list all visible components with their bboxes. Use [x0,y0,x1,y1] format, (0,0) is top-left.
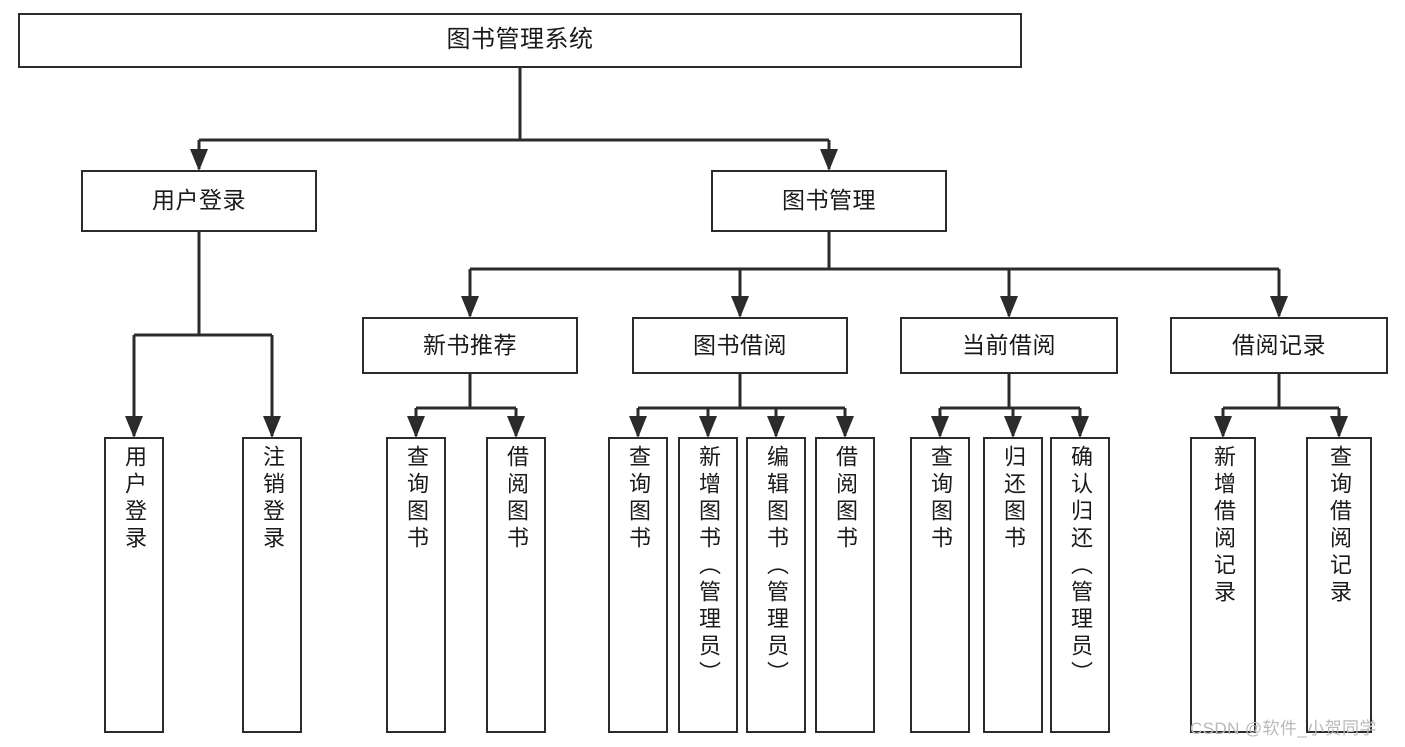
node-records: 借阅记录 [1170,317,1388,374]
arrow-head-bookmgmt [820,149,838,171]
node-label-leaf-rec-query: 查询借阅记录 [1327,445,1352,607]
arrow-head-borrow [731,296,749,318]
node-label-leaf-nb-query: 查询图书 [404,445,429,553]
node-leaf-cur-confirm: 确认归还（管理员） [1050,437,1110,733]
node-leaf-rec-add: 新增借阅记录 [1190,437,1256,733]
node-label-bookmgmt: 图书管理 [782,187,876,214]
node-bookmgmt: 图书管理 [711,170,947,232]
node-label-leaf-bw-edit: 编辑图书（管理员） [764,445,789,688]
node-label-records: 借阅记录 [1232,331,1326,358]
node-leaf-cur-return: 归还图书 [983,437,1043,733]
arrow-head-leaf-bw-query [629,416,647,438]
arrow-head-leaf-bw-edit [767,416,785,438]
node-leaf-cur-query: 查询图书 [910,437,970,733]
node-leaf-nb-query: 查询图书 [386,437,446,733]
arrow-head-leaf-cur-return [1004,416,1022,438]
node-label-leaf-cur-query: 查询图书 [928,445,953,553]
node-label-leaf-cur-confirm: 确认归还（管理员） [1068,445,1093,688]
arrow-head-leaf-bw-add [699,416,717,438]
arrow-head-leaf-cur-query [931,416,949,438]
node-root: 图书管理系统 [18,13,1022,68]
arrow-head-newbook [461,296,479,318]
node-label-leaf-bw-query: 查询图书 [626,445,651,553]
node-label-current: 当前借阅 [962,331,1056,358]
node-label-leaf-cur-return: 归还图书 [1001,445,1026,553]
node-leaf-bw-borrow: 借阅图书 [815,437,875,733]
node-leaf-bw-add: 新增图书（管理员） [678,437,738,733]
arrow-head-leaf-bw-borrow [836,416,854,438]
arrow-head-leaf-rec-add [1214,416,1232,438]
node-newbook: 新书推荐 [362,317,578,374]
arrow-head-login [190,149,208,171]
arrow-head-records [1270,296,1288,318]
node-login: 用户登录 [81,170,317,232]
node-label-borrow: 图书借阅 [693,331,787,358]
node-label-root: 图书管理系统 [446,26,594,54]
arrow-head-current [1000,296,1018,318]
node-label-leaf-nb-borrow: 借阅图书 [504,445,529,553]
arrow-head-leaf-cur-confirm [1071,416,1089,438]
node-current: 当前借阅 [900,317,1118,374]
node-leaf-user-login: 用户登录 [104,437,164,733]
node-leaf-bw-query: 查询图书 [608,437,668,733]
node-label-leaf-user-logout: 注销登录 [260,445,285,553]
node-label-leaf-rec-add: 新增借阅记录 [1211,445,1236,607]
node-borrow: 图书借阅 [632,317,848,374]
arrow-head-leaf-user-login [125,416,143,438]
node-label-newbook: 新书推荐 [423,331,517,358]
arrow-head-leaf-user-logout [263,416,281,438]
node-label-leaf-bw-add: 新增图书（管理员） [696,445,721,688]
arrow-head-leaf-nb-borrow [507,416,525,438]
node-label-leaf-user-login: 用户登录 [122,445,147,553]
node-leaf-bw-edit: 编辑图书（管理员） [746,437,806,733]
arrow-head-leaf-rec-query [1330,416,1348,438]
node-leaf-user-logout: 注销登录 [242,437,302,733]
node-leaf-nb-borrow: 借阅图书 [486,437,546,733]
node-leaf-rec-query: 查询借阅记录 [1306,437,1372,733]
node-label-login: 用户登录 [152,187,246,214]
arrow-head-leaf-nb-query [407,416,425,438]
node-label-leaf-bw-borrow: 借阅图书 [833,445,858,553]
